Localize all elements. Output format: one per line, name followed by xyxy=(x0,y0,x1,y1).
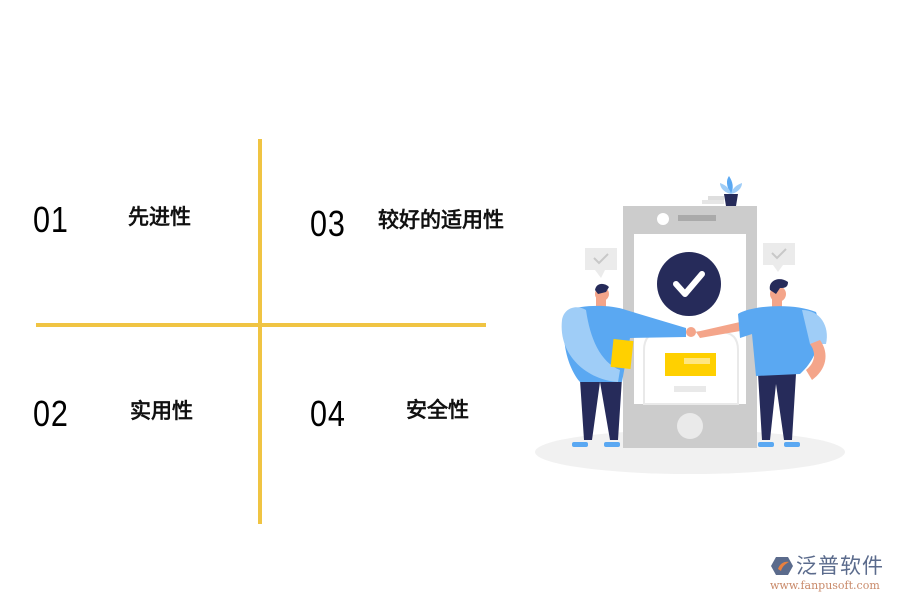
quadrant-number: 02 xyxy=(33,393,69,434)
fanpusoft-logo[interactable]: 泛普软件 www.fanpusoft.com xyxy=(768,553,894,595)
plant-icon xyxy=(702,176,742,206)
quadrant-label: 安全性 xyxy=(406,398,469,422)
quadrant-label: 先进性 xyxy=(128,205,191,229)
speech-bubble-check-icon xyxy=(585,248,617,278)
quadrant-label: 实用性 xyxy=(130,399,193,423)
check-circle-icon xyxy=(657,252,721,316)
ground-shadow xyxy=(535,430,845,474)
divider-vertical xyxy=(258,139,262,524)
left-person xyxy=(561,283,696,447)
card-icon xyxy=(665,353,716,392)
right-person xyxy=(696,279,827,447)
quadrant-number: 04 xyxy=(310,393,346,434)
logo-mark-icon xyxy=(771,557,793,575)
speech-bubble-check-icon xyxy=(763,243,795,272)
logo-name: 泛普软件 xyxy=(796,554,884,578)
quadrant-number: 01 xyxy=(33,199,69,240)
quadrant-number: 03 xyxy=(310,203,346,244)
divider-horizontal xyxy=(36,323,486,327)
logo-url: www.fanpusoft.com xyxy=(770,579,880,592)
quadrant-label: 较好的适用性 xyxy=(378,208,504,232)
teamwork-illustration xyxy=(535,176,845,474)
